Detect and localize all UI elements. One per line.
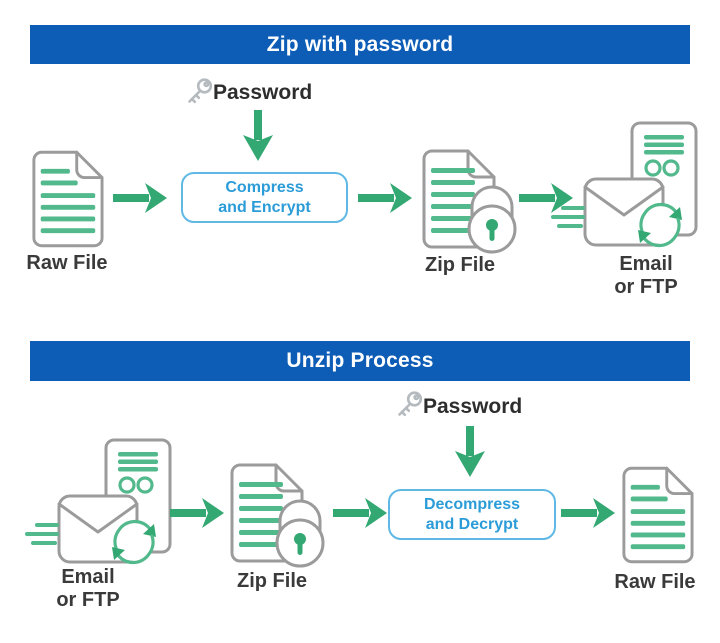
raw-file-label: Raw File bbox=[614, 571, 696, 593]
decompress-decrypt-line2: and Decrypt bbox=[425, 515, 519, 533]
sync-icon bbox=[112, 519, 156, 565]
compress-encrypt-box: Compress and Encrypt bbox=[181, 172, 348, 223]
right-arrow-icon bbox=[170, 498, 224, 528]
right-arrow-icon bbox=[561, 498, 615, 528]
zip-file-icon bbox=[422, 149, 517, 254]
zip-file-label: Zip File bbox=[237, 570, 307, 592]
zip-file-icon bbox=[230, 463, 325, 568]
email-ftp-label-line1: Email bbox=[61, 566, 115, 588]
email-ftp-icon bbox=[25, 438, 172, 565]
down-arrow-icon bbox=[455, 426, 485, 477]
zip-file-label: Zip File bbox=[425, 254, 495, 276]
zip-section-title: Zip with password bbox=[266, 32, 454, 56]
decompress-decrypt-line1: Decompress bbox=[423, 495, 521, 513]
password-label: Password bbox=[213, 81, 313, 104]
right-arrow-icon bbox=[113, 183, 167, 213]
email-ftp-label-line2: or FTP bbox=[56, 589, 120, 611]
unzip-section-banner: Unzip Process bbox=[30, 341, 690, 381]
right-arrow-icon bbox=[333, 498, 387, 528]
unzip-section-title: Unzip Process bbox=[286, 349, 434, 372]
sync-icon bbox=[638, 202, 682, 248]
decompress-decrypt-box: Decompress and Decrypt bbox=[388, 489, 556, 540]
email-ftp-icon bbox=[551, 121, 698, 248]
password-label: Password bbox=[423, 395, 523, 418]
email-ftp-label: Email or FTP bbox=[596, 253, 696, 299]
compress-encrypt-line2: and Encrypt bbox=[218, 198, 311, 216]
raw-file-icon bbox=[32, 150, 104, 248]
raw-file-icon bbox=[622, 466, 694, 564]
email-ftp-label-line2: or FTP bbox=[614, 276, 678, 298]
key-icon bbox=[398, 391, 423, 417]
compress-encrypt-line1: Compress bbox=[225, 178, 304, 196]
right-arrow-icon bbox=[358, 183, 412, 213]
right-arrow-icon bbox=[519, 183, 573, 213]
raw-file-label: Raw File bbox=[26, 252, 108, 274]
email-ftp-label-line1: Email bbox=[619, 253, 673, 275]
down-arrow-icon bbox=[243, 110, 273, 161]
zip-section-banner: Zip with password bbox=[30, 25, 690, 64]
email-ftp-label: Email or FTP bbox=[38, 566, 138, 612]
key-icon bbox=[188, 78, 213, 104]
